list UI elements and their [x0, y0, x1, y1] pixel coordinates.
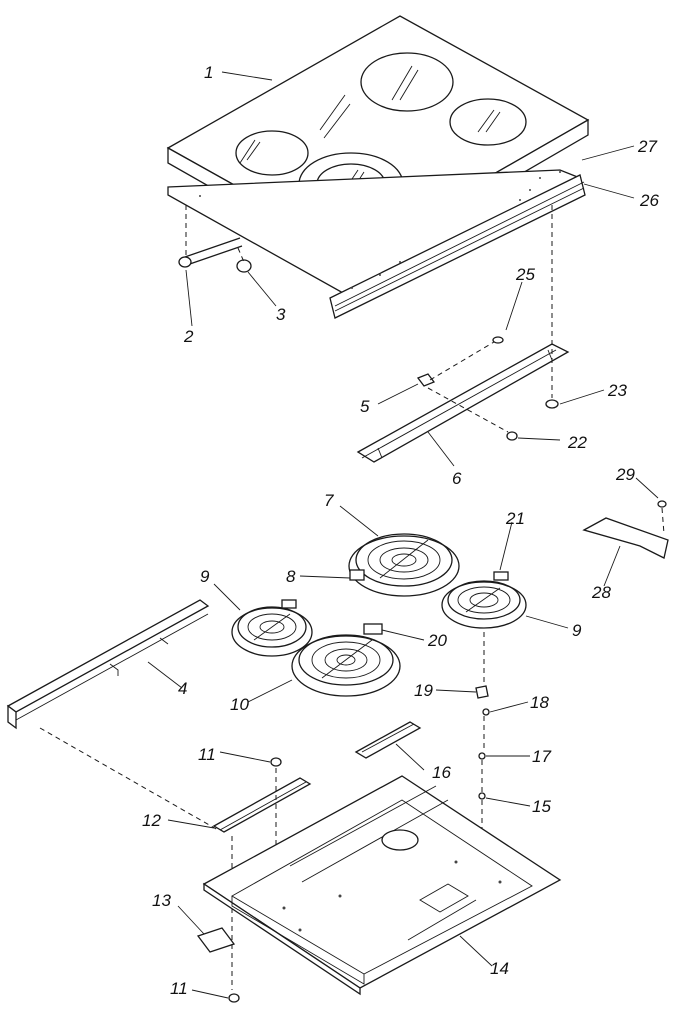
- callout-15: 15: [532, 797, 551, 816]
- callout-11a: 11: [198, 745, 216, 764]
- callout-13: 13: [152, 891, 171, 910]
- part-gasket-strips: [167, 169, 586, 319]
- callout-12: 12: [142, 811, 161, 830]
- callout-2: 2: [183, 327, 194, 346]
- callout-29: 29: [615, 465, 635, 484]
- callout-27: 27: [637, 137, 657, 156]
- callout-9b: 9: [572, 621, 582, 640]
- callout-3: 3: [276, 305, 286, 324]
- callout-25: 25: [515, 265, 535, 284]
- part-base-pan: [202, 775, 562, 996]
- part-brackets-small: [196, 721, 422, 1003]
- callout-26: 26: [639, 191, 659, 210]
- callout-22: 22: [567, 433, 587, 452]
- callout-19: 19: [414, 681, 433, 700]
- callout-6: 6: [452, 469, 462, 488]
- callout-9a: 9: [200, 567, 210, 586]
- leader-lines: [147, 71, 659, 999]
- callout-17: 17: [532, 747, 551, 766]
- callout-5: 5: [360, 397, 370, 416]
- callout-23: 23: [607, 381, 627, 400]
- callout-14: 14: [490, 959, 509, 978]
- callout-7: 7: [324, 491, 334, 510]
- callout-16: 16: [432, 763, 451, 782]
- part-terminal-block: [582, 500, 669, 559]
- callout-1: 1: [204, 63, 213, 82]
- callout-labels: 1 2 3 4 5 6 7 8 9 9 10 11 11 12 13 14 15…: [142, 63, 659, 998]
- part-surface-elements: [231, 533, 527, 697]
- callout-18: 18: [530, 693, 549, 712]
- callout-20: 20: [427, 631, 447, 650]
- part-side-trim: [6, 599, 219, 831]
- callout-8: 8: [286, 567, 296, 586]
- part-rear-rod-and-clip: [178, 205, 252, 273]
- callout-28: 28: [591, 583, 611, 602]
- part-front-bracket: [356, 205, 570, 463]
- callout-21: 21: [505, 509, 525, 528]
- callout-10: 10: [230, 695, 249, 714]
- callout-4: 4: [178, 679, 187, 698]
- callout-11b: 11: [170, 979, 188, 998]
